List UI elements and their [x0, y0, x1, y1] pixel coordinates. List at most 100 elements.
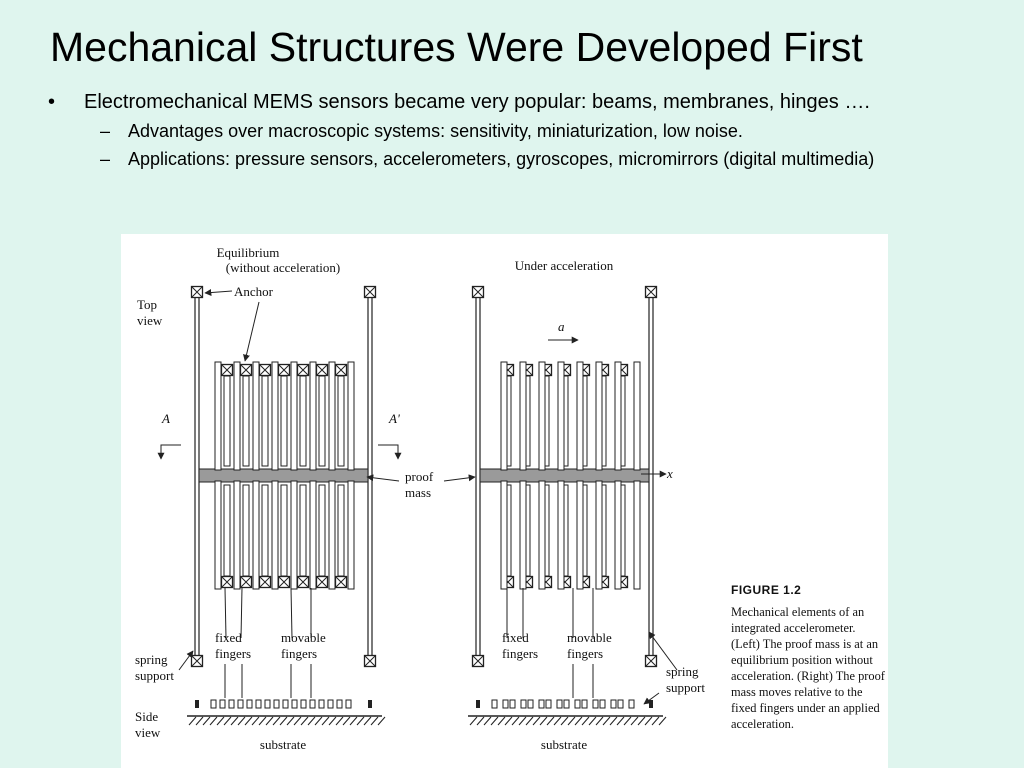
label-acceleration: a	[558, 319, 565, 334]
anchor-box-cross	[645, 286, 657, 298]
substrate-hatch	[335, 716, 344, 726]
label-equilibrium: Equilibrium	[217, 245, 280, 260]
side-view-anchor	[195, 700, 199, 708]
side-view-block	[318, 699, 325, 709]
fixed-finger-top	[223, 375, 231, 467]
substrate-hatch	[370, 716, 379, 726]
substrate-hatch	[658, 716, 667, 726]
label-mass: mass	[405, 485, 431, 500]
substrate-hatch	[209, 716, 218, 726]
side-view-block	[210, 699, 217, 709]
fixed-finger-bottom	[318, 484, 326, 577]
side-view-block	[219, 699, 226, 709]
substrate-hatch	[567, 716, 576, 726]
label-x-axis: x	[666, 466, 673, 481]
label-under-acceleration: Under acceleration	[515, 258, 614, 273]
side-view-block	[309, 699, 316, 709]
substrate-hatch	[483, 716, 492, 726]
substrate-hatch	[630, 716, 639, 726]
substrate-hatch	[349, 716, 358, 726]
subbullet-item: – Applications: pressure sensors, accele…	[48, 148, 968, 171]
label-fixed-right: fixed	[502, 630, 529, 645]
substrate-hatch	[525, 716, 534, 726]
side-view-block	[545, 699, 552, 709]
label-support-right: support	[666, 680, 705, 695]
movable-finger-bottom	[538, 480, 546, 590]
subbullet-item: – Advantages over macroscopic systems: s…	[48, 120, 968, 143]
fixed-finger-top	[280, 375, 288, 467]
subbullet-text: Applications: pressure sensors, accelero…	[128, 149, 875, 169]
side-view-block	[509, 699, 516, 709]
side-view-block	[228, 699, 235, 709]
side-view-block	[610, 699, 617, 709]
bullet-list: • Electromechanical MEMS sensors became …	[48, 90, 968, 171]
substrate-hatch	[237, 716, 246, 726]
figure-caption-label: FIGURE 1.2	[731, 583, 802, 597]
movable-finger-bottom	[519, 480, 527, 590]
movable-finger-top	[500, 361, 508, 471]
fixed-finger-bottom	[261, 484, 269, 577]
substrate-hatch	[223, 716, 232, 726]
finger-anchor-bottom-cross	[259, 576, 271, 588]
label-fixed-left: fixed	[215, 630, 242, 645]
finger-anchor-top-cross	[240, 364, 252, 376]
fixed-finger-top	[242, 375, 250, 467]
finger-anchor-top-cross	[259, 364, 271, 376]
label-support-left: support	[135, 668, 174, 683]
substrate-hatch	[616, 716, 625, 726]
substrate-hatch	[356, 716, 365, 726]
side-view-block	[273, 699, 280, 709]
side-view-block	[592, 699, 599, 709]
spring-beam	[367, 295, 373, 663]
subbullet-marker: –	[100, 121, 111, 141]
substrate-hatch	[651, 716, 660, 726]
slide-title: Mechanical Structures Were Developed Fir…	[50, 24, 863, 70]
side-view-anchor	[368, 700, 372, 708]
label-proof: proof	[405, 469, 434, 484]
bullet-item: • Electromechanical MEMS sensors became …	[48, 90, 968, 114]
side-view-block	[291, 699, 298, 709]
side-view-block	[617, 699, 624, 709]
side-view-block	[282, 699, 289, 709]
movable-finger-top	[519, 361, 527, 471]
proof-mass	[198, 468, 369, 483]
label-section-a-prime: A'	[388, 411, 400, 426]
finger-anchor-top-cross	[335, 364, 347, 376]
finger-anchor-top-cross	[278, 364, 290, 376]
anchor-box-cross	[364, 655, 376, 667]
movable-finger-top	[347, 361, 355, 471]
figure-annotations	[157, 289, 678, 705]
label-substrate-left: substrate	[260, 737, 306, 752]
movable-finger-top	[233, 361, 241, 471]
finger-anchor-bottom-cross	[316, 576, 328, 588]
movable-finger-bottom	[309, 480, 317, 590]
substrate-hatch	[188, 716, 197, 726]
movable-finger-top	[557, 361, 565, 471]
bullet-text: Electromechanical MEMS sensors became ve…	[84, 91, 870, 113]
substrate-hatch	[279, 716, 288, 726]
finger-anchor-bottom-cross	[335, 576, 347, 588]
finger-anchor-top-cross	[297, 364, 309, 376]
substrate-hatch	[581, 716, 590, 726]
label-movable-left: movable	[281, 630, 326, 645]
side-view-anchor	[649, 700, 653, 708]
spring-beam	[194, 295, 200, 663]
movable-finger-bottom	[595, 480, 603, 590]
movable-finger-bottom	[233, 480, 241, 590]
substrate-hatch	[504, 716, 513, 726]
substrate-hatch	[546, 716, 555, 726]
fixed-finger-top	[337, 375, 345, 467]
substrate-hatch	[230, 716, 239, 726]
movable-finger-bottom	[214, 480, 222, 590]
anchor-box-cross	[472, 655, 484, 667]
figure-caption-text: Mechanical elements of an integrated acc…	[731, 605, 885, 731]
substrate-hatch	[539, 716, 548, 726]
substrate-hatch	[286, 716, 295, 726]
finger-anchor-top-cross	[221, 364, 233, 376]
accelerometer-figure: Equilibrium (without acceleration) Under…	[121, 234, 888, 768]
substrate-hatch	[342, 716, 351, 726]
substrate-hatch	[265, 716, 274, 726]
substrate-hatch	[623, 716, 632, 726]
substrate-hatch	[258, 716, 267, 726]
label-fixed-fingers-right: fingers	[502, 646, 538, 661]
